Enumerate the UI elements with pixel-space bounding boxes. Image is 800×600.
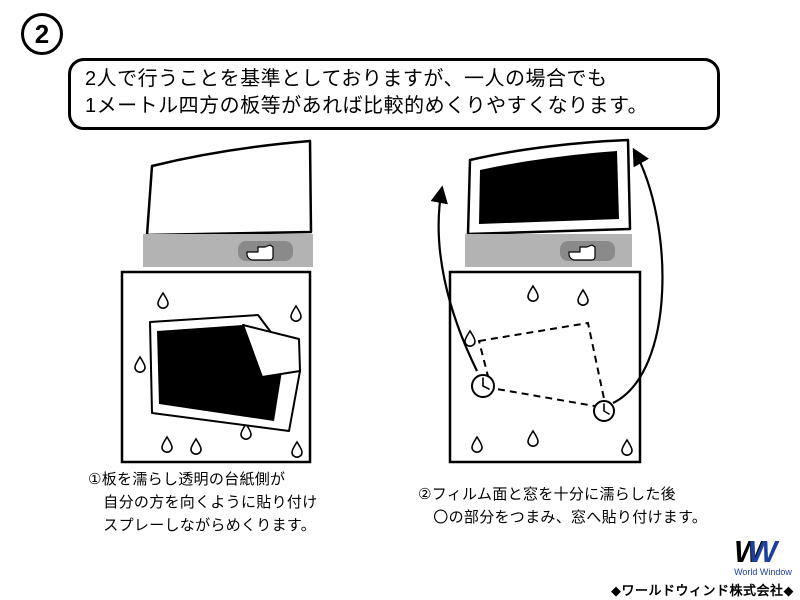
pinch-circle-left xyxy=(471,374,495,398)
caption-right: ②フィルム面と窓を十分に濡らした後 〇の部分をつまみ、窓へ貼り付けます。 xyxy=(418,483,707,529)
step-number-badge: 2 xyxy=(21,13,63,55)
pinch-circle-right xyxy=(593,400,615,422)
film-sheet-backing xyxy=(145,139,313,237)
instruction-bubble: 2人で行うことを基準としておりますが、一人の場合でも 1メートル四方の板等があれ… xyxy=(68,58,720,130)
step-number: 2 xyxy=(34,18,50,49)
applied-film xyxy=(479,151,619,224)
caption-left-line-1: ①板を濡らし透明の台紙側が xyxy=(88,471,286,488)
board-right xyxy=(448,270,642,464)
left-illustration xyxy=(120,139,313,464)
spray-bottle-icon xyxy=(246,244,274,261)
caption-left-line-3: スプレーしながらめくります。 xyxy=(88,517,317,534)
logo-subtitle: World Window xyxy=(734,567,792,577)
bubble-line-1: 2人で行うことを基準としておりますが、一人の場合でも xyxy=(85,68,608,90)
right-illustration xyxy=(430,138,664,464)
world-window-logo: W W xyxy=(734,536,796,572)
caption-left-line-2: 自分の方を向くように貼り付け xyxy=(88,494,318,511)
logo-w-blue: W xyxy=(748,534,778,569)
spray-bottle-icon xyxy=(568,244,596,261)
arrow-to-window-right xyxy=(612,147,664,404)
bubble-line-2: 1メートル四方の板等があれば比較的めくりやすくなります。 xyxy=(85,95,649,117)
peeled-corner xyxy=(242,324,301,378)
arrow-to-window-left xyxy=(430,185,478,372)
spray-bottle-holder-right xyxy=(560,241,615,261)
caption-left: ①板を濡らし透明の台紙側が 自分の方を向くように貼り付け スプレーしながらめくり… xyxy=(88,468,318,537)
logo-w-black: W xyxy=(734,534,764,569)
caption-right-line-2: 〇の部分をつまみ、窓へ貼り付けます。 xyxy=(418,509,708,526)
caption-right-line-1: ②フィルム面と窓を十分に濡らした後 xyxy=(418,486,676,503)
company-name: ◆ワールドウィンド株式会社◆ xyxy=(611,583,794,598)
spray-bottle-holder-left xyxy=(238,241,293,261)
